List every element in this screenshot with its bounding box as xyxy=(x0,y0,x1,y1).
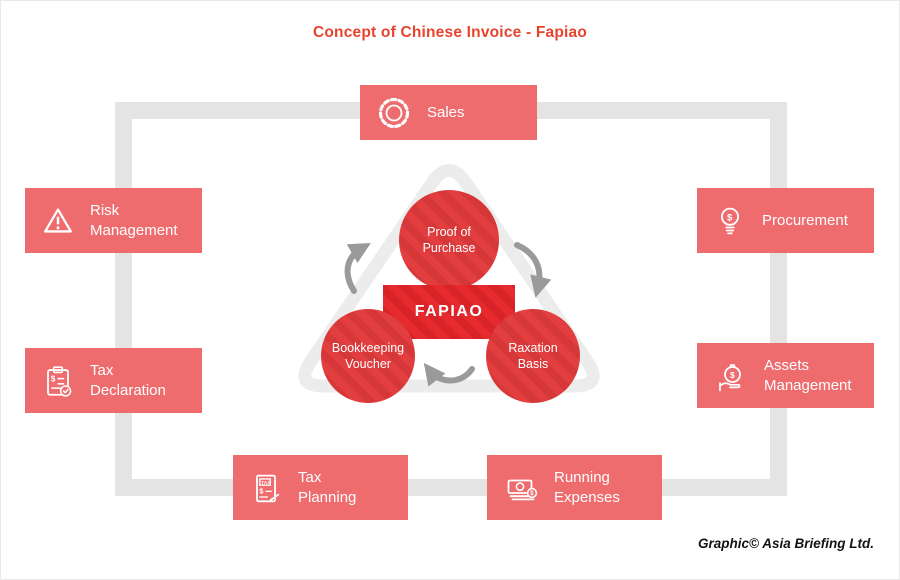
svg-text:$: $ xyxy=(259,487,263,495)
node-bookkeeping-voucher: Bookkeeping Voucher xyxy=(321,309,415,403)
box-risk-management: Risk Management xyxy=(25,188,202,253)
tax-clipboard-check-icon: $ xyxy=(39,362,77,400)
node-raxation-basis: Raxation Basis xyxy=(486,309,580,403)
box-tax-planning: TAX $ Tax Planning xyxy=(233,455,408,520)
tax-document-icon: TAX $ xyxy=(247,469,285,507)
banknotes-icon: $ xyxy=(501,468,541,508)
node-proof-of-purchase: Proof of Purchase xyxy=(399,190,499,290)
box-label: Tax Planning xyxy=(298,469,357,506)
svg-text:$: $ xyxy=(727,212,733,223)
warning-triangle-icon xyxy=(39,202,77,240)
svg-text:$: $ xyxy=(51,374,56,383)
box-assets-management: $ Assets Management xyxy=(697,343,874,408)
box-label: Sales xyxy=(427,103,465,121)
page-title: Concept of Chinese Invoice - Fapiao xyxy=(313,24,587,41)
svg-text:$: $ xyxy=(530,491,534,497)
box-label: Tax Declaration xyxy=(90,362,166,399)
box-label: Risk Management xyxy=(90,202,178,239)
svg-text:$: $ xyxy=(730,370,735,380)
svg-text:TAX: TAX xyxy=(261,479,271,484)
box-label: Running Expenses xyxy=(554,469,620,506)
seal-badge-icon xyxy=(374,93,414,133)
hand-money-bag-icon: $ xyxy=(711,356,751,396)
box-running-expenses: $ Running Expenses xyxy=(487,455,662,520)
box-procurement: $ Procurement xyxy=(697,188,874,253)
credit-line: Graphic© Asia Briefing Ltd. xyxy=(698,536,874,551)
dollar-bulb-icon: $ xyxy=(711,202,749,240)
box-tax-declaration: $ Tax Declaration xyxy=(25,348,202,413)
box-label: Procurement xyxy=(762,211,848,229)
box-label: Assets Management xyxy=(764,357,852,394)
box-sales: Sales xyxy=(360,85,537,140)
